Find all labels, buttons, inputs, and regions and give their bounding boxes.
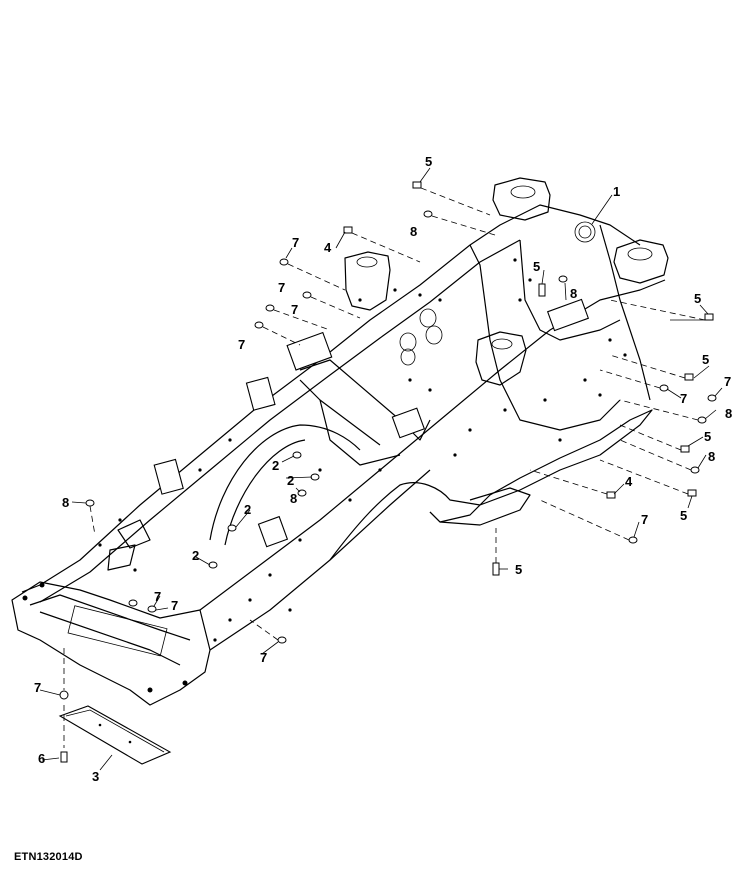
callout-6: 6 bbox=[38, 751, 45, 766]
callout-2: 2 bbox=[272, 458, 279, 473]
mount-mid-right bbox=[475, 331, 527, 386]
bottom-cover-plate bbox=[58, 705, 172, 765]
callouts: 1 2 2 2 2 3 4 4 5 5 5 5 5 5 5 6 7 7 7 7 … bbox=[34, 154, 732, 784]
callout-8: 8 bbox=[570, 286, 577, 301]
inner-side-wall bbox=[469, 244, 621, 431]
callout-7: 7 bbox=[292, 235, 299, 250]
mount-mid-left bbox=[344, 251, 391, 311]
callout-2: 2 bbox=[287, 473, 294, 488]
callout-8: 8 bbox=[708, 449, 715, 464]
callout-5: 5 bbox=[515, 562, 522, 577]
callout-8: 8 bbox=[290, 491, 297, 506]
callout-5: 5 bbox=[694, 291, 701, 306]
callout-7: 7 bbox=[34, 680, 41, 695]
leader-lines bbox=[39, 167, 723, 771]
left-rail-top bbox=[21, 204, 641, 593]
callout-7: 7 bbox=[724, 374, 731, 389]
rear-end-plate bbox=[11, 581, 211, 706]
right-rail-bottom bbox=[209, 469, 431, 651]
left-rail-bottom bbox=[39, 239, 521, 603]
frame-holes bbox=[22, 258, 627, 693]
mount-front-right bbox=[613, 239, 669, 284]
callout-8: 8 bbox=[410, 224, 417, 239]
mount-front-left bbox=[492, 177, 551, 221]
callout-7: 7 bbox=[680, 391, 687, 406]
main-frame-drawing bbox=[11, 177, 669, 706]
callout-5: 5 bbox=[533, 259, 540, 274]
front-lower-hull bbox=[329, 409, 653, 561]
right-rail-top bbox=[199, 279, 666, 611]
callout-2: 2 bbox=[244, 502, 251, 517]
callout-7: 7 bbox=[171, 598, 178, 613]
callout-5: 5 bbox=[704, 429, 711, 444]
callout-7: 7 bbox=[641, 512, 648, 527]
callout-7: 7 bbox=[291, 302, 298, 317]
callout-8: 8 bbox=[62, 495, 69, 510]
callout-3: 3 bbox=[92, 769, 99, 784]
callout-2: 2 bbox=[192, 548, 199, 563]
figure-id-label: ETN132014D bbox=[14, 851, 83, 863]
callout-4: 4 bbox=[625, 474, 633, 489]
callout-7: 7 bbox=[260, 650, 267, 665]
callout-7: 7 bbox=[154, 589, 161, 604]
callout-7: 7 bbox=[238, 337, 245, 352]
fasteners bbox=[59, 181, 717, 763]
callout-7: 7 bbox=[278, 280, 285, 295]
callout-5: 5 bbox=[680, 508, 687, 523]
callout-5: 5 bbox=[425, 154, 432, 169]
callout-1: 1 bbox=[613, 184, 620, 199]
callout-8: 8 bbox=[725, 406, 732, 421]
callout-4: 4 bbox=[324, 240, 332, 255]
callout-5: 5 bbox=[702, 352, 709, 367]
